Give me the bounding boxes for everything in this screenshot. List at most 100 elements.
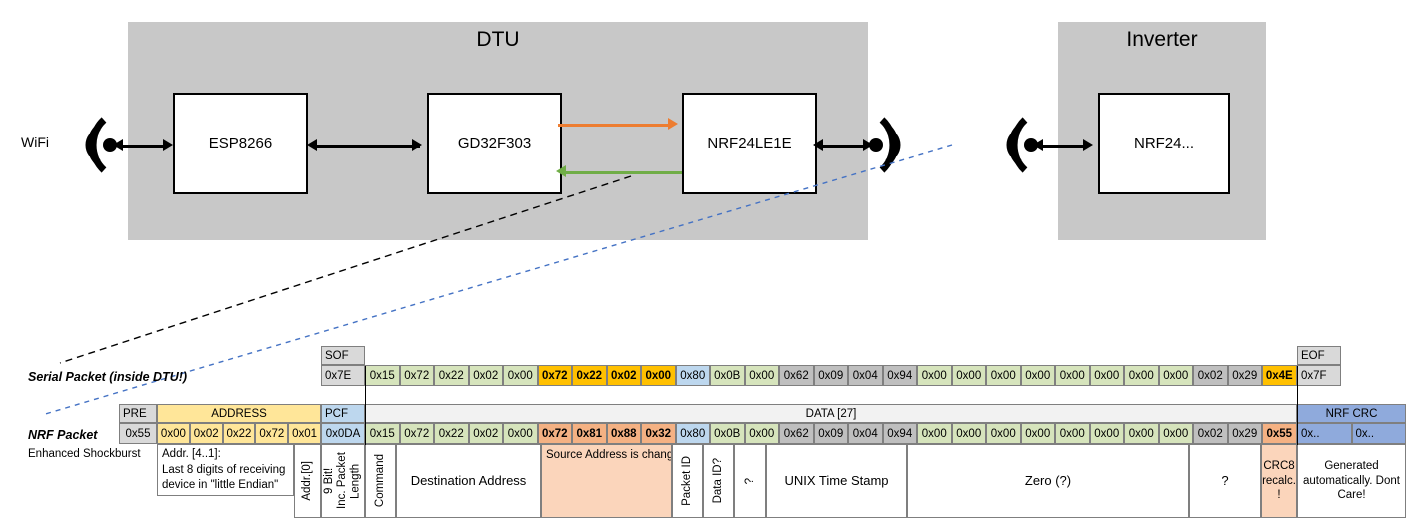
nrf-byte-3: 0x02	[468, 423, 503, 444]
wifi-esp-arrow-right	[163, 139, 173, 151]
nrf-byte-7: 0x88	[606, 423, 641, 444]
desc-data-id: Data ID?	[703, 444, 734, 518]
nrf-antenna-link	[818, 145, 868, 148]
serial-byte-20: 0x00	[1055, 365, 1090, 386]
serial-byte-14: 0x04	[848, 365, 883, 386]
serial-byte-9: 0x80	[675, 365, 710, 386]
nrf-address-byte-2: 0x22	[222, 423, 256, 444]
desc-packet-id-text: Packet ID	[681, 456, 694, 506]
nrf-byte-24: 0x02	[1193, 423, 1228, 444]
nrf-crc-header: NRF CRC	[1297, 404, 1406, 423]
serial-sof-header: SOF	[321, 346, 365, 365]
nrf-address-byte-1: 0x02	[189, 423, 223, 444]
nrf-byte-13: 0x09	[813, 423, 848, 444]
chip-label: GD32F303	[457, 135, 532, 152]
packet-tables: Serial Packet (inside DTU!) NRF Packet E…	[0, 340, 1406, 523]
nrf-crc-byte-1: 0x..	[1351, 423, 1406, 444]
desc-pcf: 9 Bit! Inc. Packet Length	[321, 444, 365, 518]
chip-esp8266[interactable]: ESP8266	[173, 93, 308, 194]
nrf-byte-16: 0x00	[917, 423, 952, 444]
nrf-byte-5: 0x72	[537, 423, 572, 444]
gd32-nrf-orange-link	[558, 124, 673, 127]
inverter-antenna-link	[1038, 145, 1088, 148]
chip-gd32f303[interactable]: GD32F303	[427, 93, 562, 194]
dtu-title: DTU	[476, 28, 520, 51]
gd32-nrf-orange-arrow	[668, 118, 678, 130]
nrf-address-header: ADDRESS	[157, 404, 321, 423]
desc-command: Command	[365, 444, 396, 518]
serial-byte-17: 0x00	[951, 365, 986, 386]
nrf-byte-4: 0x00	[503, 423, 538, 444]
inverter-antenna-arrow-right	[1083, 139, 1093, 151]
chip-nrf24le1e[interactable]: NRF24LE1E	[682, 93, 817, 194]
desc-pcf-text: 9 Bit! Inc. Packet Length	[323, 452, 362, 510]
serial-byte-0: 0x15	[365, 365, 400, 386]
chip-nrf24-inverter[interactable]: NRF24...	[1098, 93, 1230, 194]
serial-byte-8: 0x00	[641, 365, 676, 386]
serial-byte-12: 0x62	[779, 365, 814, 386]
serial-byte-1: 0x72	[399, 365, 434, 386]
serial-byte-26: 0x4E	[1262, 365, 1297, 386]
nrf-address-byte-3: 0x72	[255, 423, 289, 444]
nrf-byte-22: 0x00	[1124, 423, 1159, 444]
serial-byte-13: 0x09	[813, 365, 848, 386]
nrf-byte-9: 0x80	[675, 423, 710, 444]
nrf-byte-1: 0x72	[399, 423, 434, 444]
desc-crc8: CRC8 recalc. !	[1261, 444, 1297, 518]
nrf-pre-header: PRE	[119, 404, 157, 423]
serial-byte-7: 0x02	[606, 365, 641, 386]
dtu-radio-antenna-icon	[866, 110, 922, 185]
serial-byte-15: 0x94	[882, 365, 917, 386]
nrf-byte-6: 0x81	[572, 423, 607, 444]
wifi-esp-link	[118, 145, 168, 148]
desc-timestamp: UNIX Time Stamp	[766, 444, 907, 518]
nrf-address-byte-4: 0x01	[288, 423, 321, 444]
serial-byte-3: 0x02	[468, 365, 503, 386]
serial-byte-25: 0x29	[1227, 365, 1262, 386]
nrf-byte-25: 0x29	[1227, 423, 1262, 444]
nrf-packet-sublabel: Enhanced Shockburst	[28, 448, 141, 460]
nrf-pre-value: 0x55	[119, 423, 157, 444]
inverter-antenna-arrow-left	[1033, 139, 1043, 151]
serial-byte-21: 0x00	[1089, 365, 1124, 386]
nrf-byte-15: 0x94	[882, 423, 917, 444]
nrf-gd32-green-link	[566, 171, 682, 174]
serial-byte-18: 0x00	[986, 365, 1021, 386]
esp-gd32-link	[312, 145, 420, 148]
nrf-byte-21: 0x00	[1089, 423, 1124, 444]
connector-divider-left	[365, 366, 366, 445]
nrf-byte-18: 0x00	[986, 423, 1021, 444]
desc-unknown-1-text: ?	[743, 477, 756, 485]
desc-addr0: Addr.[0]	[294, 444, 321, 518]
serial-packet-label: Serial Packet (inside DTU!)	[28, 370, 188, 384]
nrf-byte-17: 0x00	[951, 423, 986, 444]
desc-data-id-text: Data ID?	[712, 458, 725, 504]
desc-destination: Destination Address	[396, 444, 541, 518]
serial-sof-value: 0x7E	[321, 365, 365, 386]
nrf-byte-8: 0x32	[641, 423, 676, 444]
serial-byte-6: 0x22	[572, 365, 607, 386]
nrf-byte-10: 0x0B	[710, 423, 745, 444]
connector-divider-right	[1297, 366, 1298, 445]
serial-byte-16: 0x00	[917, 365, 952, 386]
nrf-byte-14: 0x04	[848, 423, 883, 444]
desc-command-text: Command	[374, 454, 387, 508]
wifi-label: WiFi	[21, 134, 49, 150]
serial-byte-10: 0x0B	[710, 365, 745, 386]
desc-source: Source Address is changed to DTU serial …	[541, 444, 672, 518]
serial-byte-24: 0x02	[1193, 365, 1228, 386]
nrf-byte-12: 0x62	[779, 423, 814, 444]
nrf-byte-23: 0x00	[1158, 423, 1193, 444]
desc-unknown-2: ?	[1189, 444, 1261, 518]
serial-eof-header: EOF	[1297, 346, 1341, 365]
esp-gd32-arrow-left	[307, 139, 317, 151]
inverter-title: Inverter	[1126, 28, 1198, 51]
desc-packet-id: Packet ID	[672, 444, 703, 518]
chip-label: NRF24LE1E	[707, 135, 792, 152]
nrf-packet-label: NRF Packet	[28, 428, 98, 442]
serial-byte-22: 0x00	[1124, 365, 1159, 386]
serial-byte-2: 0x22	[434, 365, 469, 386]
serial-byte-4: 0x00	[503, 365, 538, 386]
nrf-antenna-arrow-left	[813, 139, 823, 151]
desc-zero: Zero (?)	[907, 444, 1189, 518]
